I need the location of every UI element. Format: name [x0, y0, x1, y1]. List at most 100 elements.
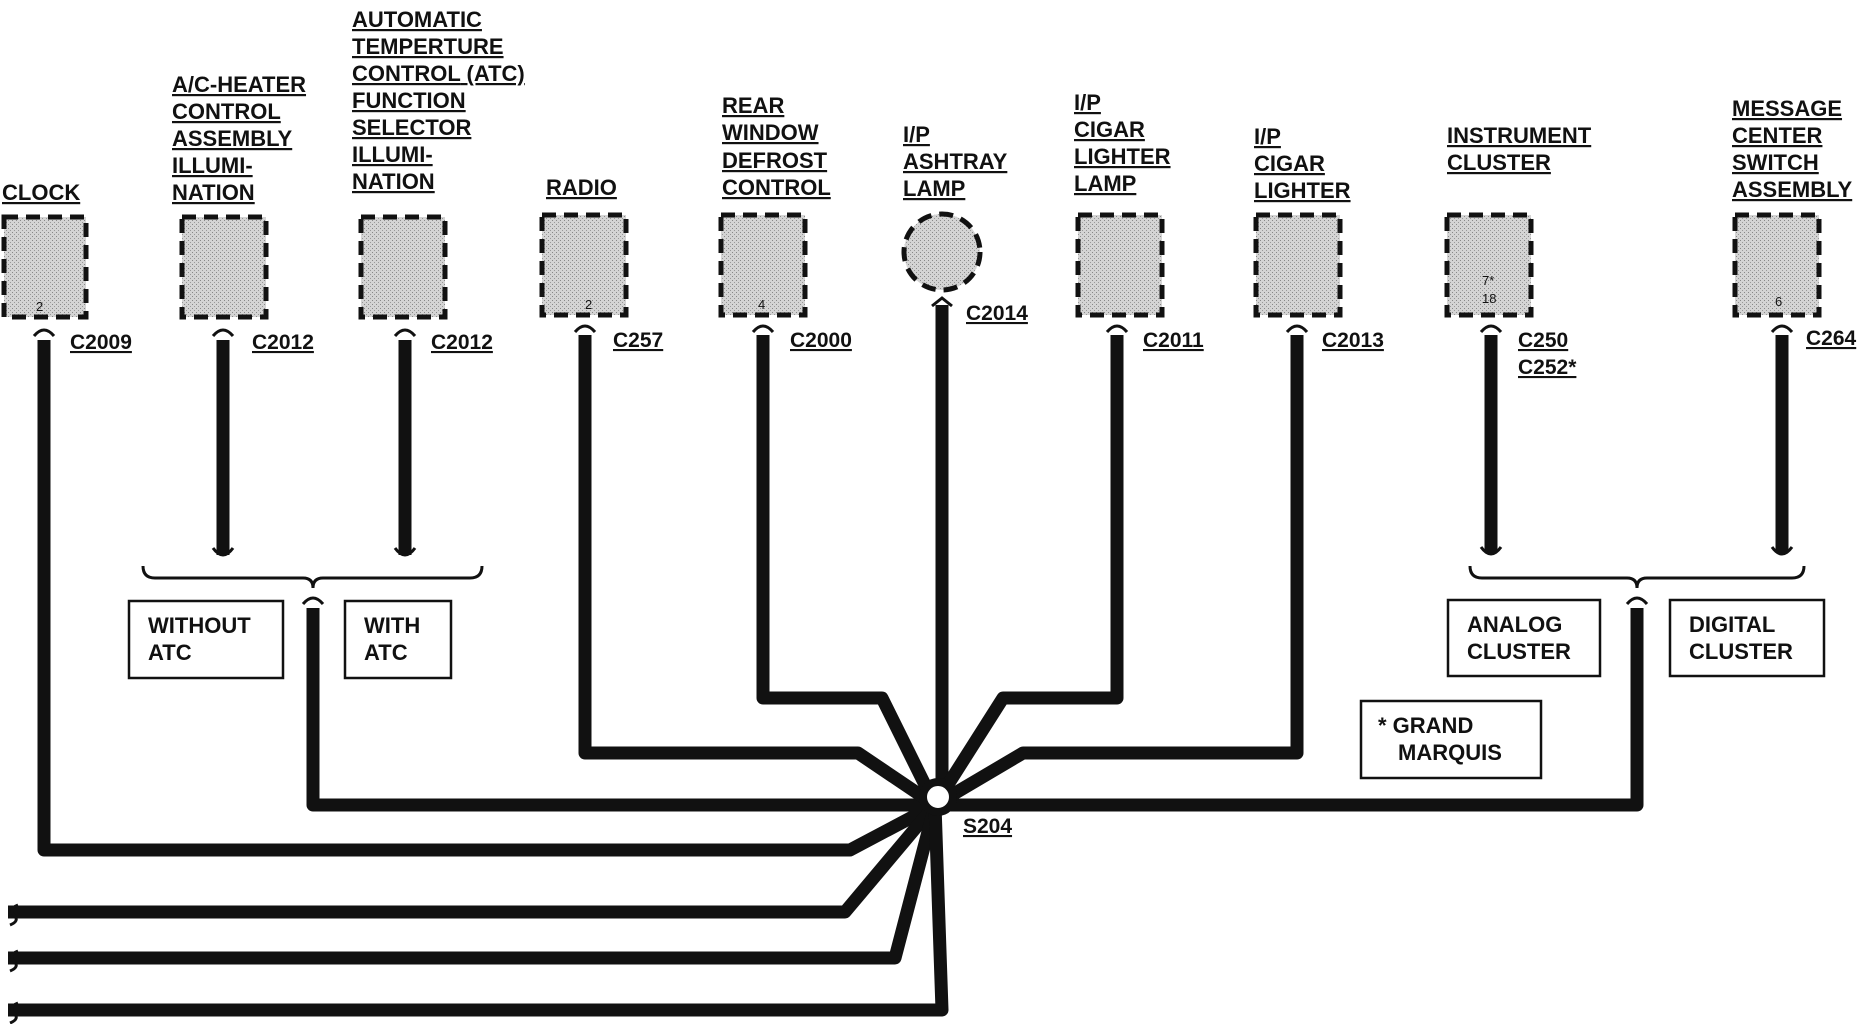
svg-text:CONTROL: CONTROL	[172, 99, 281, 124]
svg-text:CIGAR: CIGAR	[1254, 151, 1325, 176]
instrument-cluster-label: INSTRUMENT CLUSTER	[1447, 123, 1592, 175]
atc-label: AUTOMATIC TEMPERTURE CONTROL (ATC) FUNCT…	[352, 7, 525, 194]
clock-pin: 2	[36, 299, 43, 314]
atc-connector	[358, 214, 448, 320]
wire-out-2	[8, 803, 942, 965]
grand-marquis-note: * GRAND MARQUIS	[1359, 699, 1543, 780]
svg-text:ANALOG: ANALOG	[1467, 612, 1562, 637]
svg-text:ATC: ATC	[364, 640, 408, 665]
svg-text:CENTER: CENTER	[1732, 123, 1823, 148]
radio-label: RADIO	[546, 175, 617, 200]
wire-cluster-option	[935, 608, 1644, 812]
svg-text:INSTRUMENT: INSTRUMENT	[1447, 123, 1592, 148]
svg-text:CLUSTER: CLUSTER	[1689, 639, 1793, 664]
ashtray-label: I/P ASHTRAY LAMP	[903, 122, 1008, 201]
without-atc-box: WITHOUT ATC	[127, 599, 285, 680]
svg-text:AUTOMATIC: AUTOMATIC	[352, 7, 482, 32]
option-braces	[141, 565, 1806, 589]
svg-text:* GRAND: * GRAND	[1378, 713, 1473, 738]
clock-label: CLOCK	[2, 180, 80, 205]
brace-cluster	[1468, 565, 1806, 589]
clock-connector	[1, 214, 89, 320]
ac-heater-connector	[179, 214, 269, 320]
svg-text:DIGITAL: DIGITAL	[1689, 612, 1775, 637]
svg-text:ATC: ATC	[148, 640, 192, 665]
message-center-connector	[1732, 212, 1822, 318]
brace-atc	[141, 565, 484, 589]
svg-text:DEFROST: DEFROST	[722, 148, 828, 173]
svg-text:FUNCTION: FUNCTION	[352, 88, 466, 113]
svg-text:SWITCH: SWITCH	[1732, 150, 1819, 175]
ashtray-connector	[901, 211, 983, 293]
svg-text:I/P: I/P	[1254, 124, 1281, 149]
svg-text:LIGHTER: LIGHTER	[1074, 144, 1171, 169]
digital-cluster-box: DIGITAL CLUSTER	[1668, 598, 1826, 678]
instrument-cluster-pin2: 18	[1482, 291, 1496, 306]
cigar-lamp-connector-id: C2011	[1143, 329, 1204, 352]
instrument-cluster-connector	[1444, 212, 1534, 318]
svg-text:CONTROL (ATC): CONTROL (ATC)	[352, 61, 525, 86]
svg-text:A/C-HEATER: A/C-HEATER	[172, 72, 306, 97]
cigar-lighter-connector	[1253, 212, 1343, 318]
svg-text:SELECTOR: SELECTOR	[352, 115, 472, 140]
svg-text:ILLUMI-: ILLUMI-	[352, 142, 433, 167]
wire-clock	[37, 340, 939, 857]
wire-out-1	[8, 800, 940, 919]
radio-pin: 2	[585, 297, 592, 312]
message-center-label: MESSAGE CENTER SWITCH ASSEMBLY	[1732, 96, 1853, 202]
svg-text:CLOCK: CLOCK	[2, 180, 80, 205]
svg-text:MESSAGE: MESSAGE	[1732, 96, 1842, 121]
radio-connector	[539, 212, 629, 318]
svg-text:I/P: I/P	[903, 122, 930, 147]
cigar-lighter-connector-id: C2013	[1322, 329, 1384, 352]
wire-ac-option	[306, 608, 935, 812]
message-center-connector-id: C264	[1806, 327, 1857, 350]
connectors: 2 2 4 7* 18 6	[1, 211, 1822, 320]
svg-text:CONTROL: CONTROL	[722, 175, 831, 200]
cigar-lighter-label: I/P CIGAR LIGHTER	[1254, 124, 1351, 203]
radio-connector-id: C257	[613, 329, 663, 352]
rear-defrost-pin: 4	[758, 297, 765, 312]
svg-text:MARQUIS: MARQUIS	[1398, 740, 1502, 765]
wire-rear-defrost	[756, 335, 941, 808]
svg-text:LIGHTER: LIGHTER	[1254, 178, 1351, 203]
with-atc-box: WITH ATC	[343, 599, 453, 680]
svg-text:NATION: NATION	[172, 180, 255, 205]
svg-text:RADIO: RADIO	[546, 175, 617, 200]
wires	[8, 305, 1789, 1017]
svg-text:LAMP: LAMP	[1074, 171, 1136, 196]
ashtray-connector-id: C2014	[966, 302, 1028, 325]
splice-label: S204	[963, 815, 1012, 838]
rear-defrost-connector-id: C2000	[790, 329, 852, 352]
wire-cigar-lighter	[931, 335, 1304, 811]
connector-hooks	[32, 296, 1794, 606]
svg-text:ASSEMBLY: ASSEMBLY	[172, 126, 293, 151]
svg-text:TEMPERTURE: TEMPERTURE	[352, 34, 504, 59]
svg-text:CIGAR: CIGAR	[1074, 117, 1145, 142]
svg-text:LAMP: LAMP	[903, 176, 965, 201]
svg-text:I/P: I/P	[1074, 90, 1101, 115]
clock-connector-id: C2009	[70, 331, 132, 354]
rear-defrost-connector	[718, 212, 808, 318]
analog-cluster-box: ANALOG CLUSTER	[1446, 598, 1602, 678]
message-center-pin: 6	[1775, 294, 1782, 309]
break-marks	[9, 903, 19, 1024]
wire-out-3	[8, 804, 949, 1017]
ac-heater-label: A/C-HEATER CONTROL ASSEMBLY ILLUMI- NATI…	[172, 72, 306, 205]
instrument-cluster-pin: 7*	[1482, 273, 1494, 288]
wire-radio	[578, 335, 939, 811]
svg-text:CLUSTER: CLUSTER	[1447, 150, 1551, 175]
rear-defrost-label: REAR WINDOW DEFROST CONTROL	[722, 93, 831, 200]
instrument-cluster-connector-alt-id: C252*	[1518, 356, 1577, 379]
svg-text:ASSEMBLY: ASSEMBLY	[1732, 177, 1853, 202]
splice-s204	[919, 778, 957, 816]
cigar-lamp-label: I/P CIGAR LIGHTER LAMP	[1074, 90, 1171, 196]
ac-heater-connector-id: C2012	[252, 331, 314, 354]
atc-connector-id: C2012	[431, 331, 493, 354]
svg-text:WINDOW: WINDOW	[722, 120, 819, 145]
instrument-cluster-connector-id: C250	[1518, 329, 1568, 352]
svg-text:CLUSTER: CLUSTER	[1467, 639, 1571, 664]
cigar-lamp-connector	[1075, 212, 1165, 318]
svg-text:WITHOUT: WITHOUT	[148, 613, 251, 638]
